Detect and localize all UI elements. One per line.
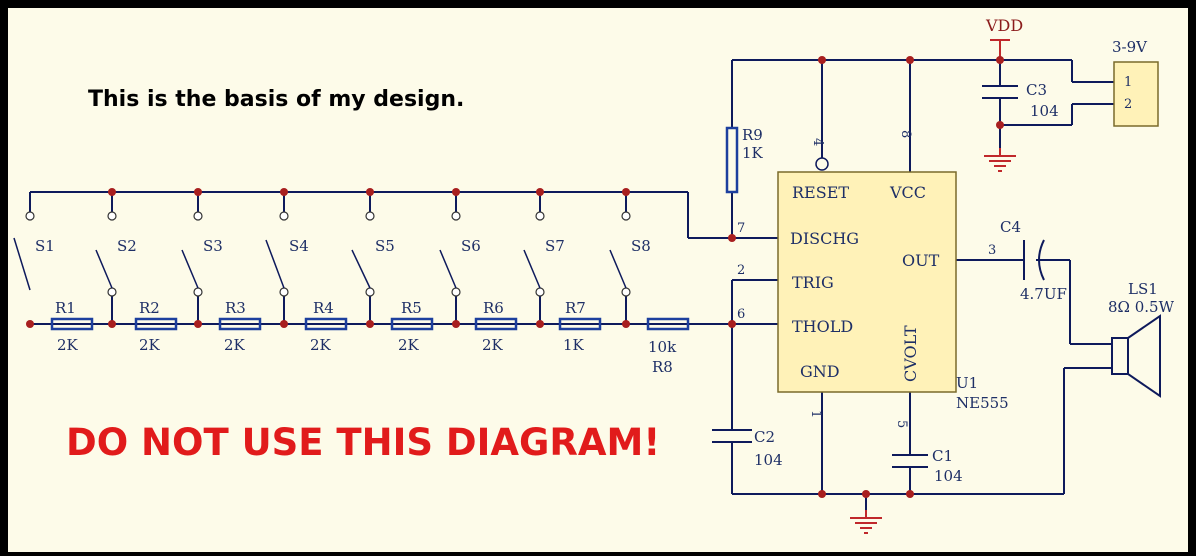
capacitor-c2: C2 104 <box>712 428 783 469</box>
capacitor-c1-value: 104 <box>934 467 963 485</box>
chip-part: NE555 <box>956 394 1009 412</box>
ground-icon <box>984 148 1016 172</box>
schematic-svg: This is the basis of my design. DO NOT U… <box>13 16 1175 534</box>
switch-drops <box>29 192 627 324</box>
ground-icon <box>850 510 882 534</box>
capacitor-c1: C1 104 <box>892 447 963 485</box>
resistor-r3: R3 2K <box>218 299 262 354</box>
switch-s6-label: S6 <box>461 237 481 255</box>
chip-ref: U1 <box>956 374 978 392</box>
switch-s8: S8 <box>609 211 651 297</box>
switch-s3-label: S3 <box>203 237 223 255</box>
power-connector: 3-9V 1 2 <box>1112 38 1159 127</box>
switch-s7: S7 <box>523 211 565 297</box>
pin-number-reset: 4 <box>810 138 825 146</box>
switch-s8-label: S8 <box>631 237 651 255</box>
resistor-r9: R9 1K <box>725 126 764 194</box>
switch-s5: S5 <box>351 211 395 297</box>
pin-number-vcc: 8 <box>898 130 913 138</box>
switch-s2: S2 <box>95 211 137 297</box>
pin-label-cvolt: CVOLT <box>901 325 920 382</box>
pin-number-gnd: 1 <box>808 410 823 418</box>
switch-s6: S6 <box>439 211 481 297</box>
switch-s7-label: S7 <box>545 237 565 255</box>
resistor-r1: R1 2K <box>50 299 94 354</box>
resistor-r5: R5 2K <box>390 299 434 354</box>
capacitor-c1-name: C1 <box>932 447 953 465</box>
resistor-r4-name: R4 <box>313 299 334 317</box>
pin-label-reset: RESET <box>792 183 849 202</box>
pin-label-thold: THOLD <box>792 317 853 336</box>
resistor-r2-value: 2K <box>139 336 161 354</box>
wires <box>30 59 1114 510</box>
resistor-r3-name: R3 <box>225 299 246 317</box>
capacitor-c3: C3 104 <box>982 81 1059 120</box>
resistor-r7-name: R7 <box>565 299 586 317</box>
resistor-r6-value: 2K <box>482 336 504 354</box>
connector-pin-1: 1 <box>1124 75 1132 90</box>
pin-label-trig: TRIG <box>792 273 834 292</box>
resistor-r4-value: 2K <box>310 336 332 354</box>
speaker-value: 8Ω 0.5W <box>1108 298 1175 316</box>
resistor-r7-value: 1K <box>563 336 585 354</box>
schematic-board: This is the basis of my design. DO NOT U… <box>8 8 1188 552</box>
pin-number-trig: 2 <box>737 263 745 278</box>
capacitor-c3-value: 104 <box>1030 102 1059 120</box>
connector-pin-2: 2 <box>1124 97 1132 112</box>
junction-nodes <box>26 56 1004 498</box>
resistor-r8-value: 10k <box>648 338 677 356</box>
switch-s5-label: S5 <box>375 237 395 255</box>
resistor-r6-name: R6 <box>483 299 504 317</box>
switch-s4-label: S4 <box>289 237 309 255</box>
speaker-name: LS1 <box>1128 280 1158 298</box>
resistor-r3-value: 2K <box>224 336 246 354</box>
resistor-r2-name: R2 <box>139 299 160 317</box>
pin-number-cvolt: 5 <box>894 420 909 428</box>
pin-label-vcc: VCC <box>889 183 926 202</box>
supply-range: 3-9V <box>1112 38 1148 56</box>
pin-label-gnd: GND <box>800 362 840 381</box>
capacitor-c2-name: C2 <box>754 428 775 446</box>
speaker-ls1: LS1 8Ω 0.5W <box>1108 280 1175 398</box>
switch-s1: S1 <box>13 211 55 291</box>
resistor-r1-name: R1 <box>55 299 76 317</box>
switch-s1-label: S1 <box>35 237 55 255</box>
pin-label-dischg: DISCHG <box>790 229 859 248</box>
pin-number-out: 3 <box>988 243 996 258</box>
resistor-r5-value: 2K <box>398 336 420 354</box>
switch-s4: S4 <box>265 211 309 297</box>
switch-s2-label: S2 <box>117 237 137 255</box>
resistor-r2: R2 2K <box>134 299 178 354</box>
resistor-r7: R7 1K <box>558 299 602 354</box>
design-note: This is the basis of my design. <box>88 87 464 112</box>
resistor-r6: R6 2K <box>474 299 518 354</box>
switch-s3: S3 <box>181 211 223 297</box>
resistor-r4: R4 2K <box>304 299 348 354</box>
ne555-chip: RESET VCC DISCHG OUT TRIG THOLD GND CVOL… <box>737 130 1009 428</box>
warning-text: DO NOT USE THIS DIAGRAM! <box>66 421 660 464</box>
resistor-r9-name: R9 <box>742 126 763 144</box>
pin-number-dischg: 7 <box>737 221 745 236</box>
capacitor-c2-value: 104 <box>754 451 783 469</box>
resistor-r1-value: 2K <box>57 336 79 354</box>
resistor-r8-name: R8 <box>652 358 673 376</box>
vdd-label: VDD <box>985 16 1023 35</box>
resistor-r8: 10k R8 <box>646 317 690 376</box>
capacitor-c3-name: C3 <box>1026 81 1047 99</box>
vdd-symbol: VDD <box>985 16 1023 60</box>
pin-number-thold: 6 <box>737 307 745 322</box>
resistor-r9-value: 1K <box>742 144 764 162</box>
resistor-r5-name: R5 <box>401 299 422 317</box>
capacitor-c4: C4 4.7UF <box>1000 218 1067 303</box>
capacitor-c4-name: C4 <box>1000 218 1021 236</box>
capacitor-c4-value: 4.7UF <box>1020 285 1067 303</box>
pin-label-out: OUT <box>902 251 940 270</box>
